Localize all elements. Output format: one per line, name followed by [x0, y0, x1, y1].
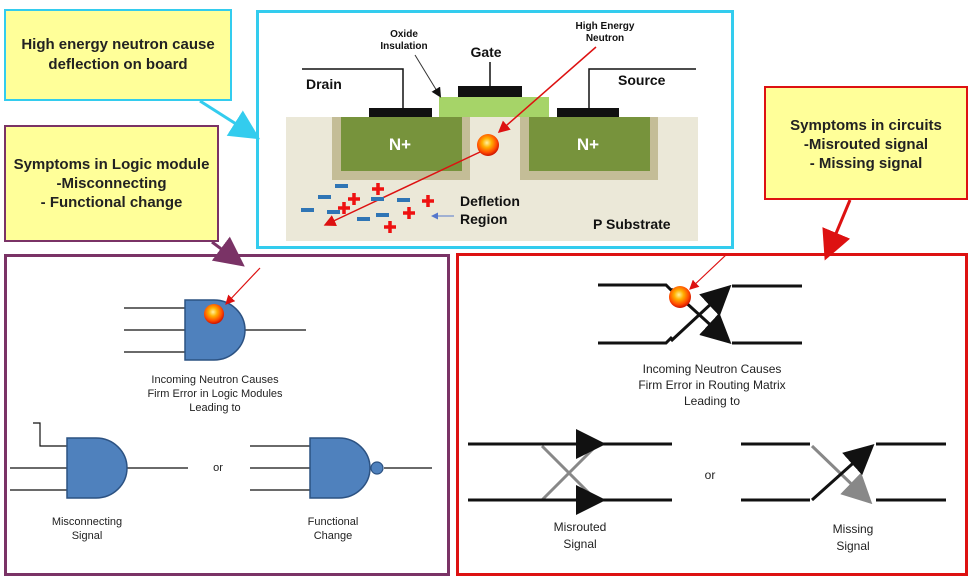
- n-plus-left-region: [341, 117, 462, 171]
- logic-callout-line-1: Symptoms in Logic module: [13, 156, 210, 173]
- logic-callout-connector: [211, 236, 245, 267]
- neutron-callout-text: High energy neutron cause deflection on …: [21, 36, 215, 73]
- circuits-callout-line-3: - Missing signal: [809, 155, 923, 172]
- routing-missing: [741, 442, 946, 505]
- p-substrate-label: P Substrate: [593, 216, 671, 232]
- oxide-pointer: [414, 54, 442, 98]
- misrouted-label-2: Signal: [563, 537, 596, 551]
- routing-caption-2: Firm Error in Routing Matrix: [638, 378, 785, 392]
- defletion-label-1: Defletion: [460, 193, 520, 209]
- routing-misrouted: [468, 429, 672, 515]
- defletion-label-2: Region: [460, 211, 507, 227]
- logic-callout-line-2: -Misconnecting: [56, 175, 167, 192]
- neutron-impact-logic-icon: [204, 304, 224, 324]
- neutron-path-in: [497, 46, 597, 133]
- gate-label: Gate: [470, 44, 501, 60]
- misconnecting-label-2: Signal: [72, 530, 103, 542]
- logic-or-label: or: [213, 462, 223, 474]
- routing-caption-3: Leading to: [684, 394, 740, 408]
- routing-or-label: or: [705, 468, 716, 482]
- routing-caption-1: Incoming Neutron Causes: [643, 362, 782, 376]
- functional-label-2: Change: [314, 530, 353, 542]
- and-gate-top: [124, 299, 306, 361]
- gate-contact: [458, 86, 522, 97]
- neutron-impact-icon: [477, 134, 499, 156]
- routing-panel: [456, 253, 968, 576]
- drain-label: Drain: [306, 76, 342, 92]
- logic-callout: Symptoms in Logic module -Misconnecting …: [4, 125, 219, 242]
- drain-lead: [302, 68, 404, 108]
- missing-label-2: Signal: [836, 539, 869, 553]
- functional-label-1: Functional: [308, 516, 359, 528]
- neutron-path-out: [323, 151, 481, 226]
- oxide-label-2: Insulation: [380, 41, 427, 52]
- source-contact: [557, 108, 619, 117]
- circuits-callout-connector: [822, 199, 852, 261]
- logic-callout-line-3: - Functional change: [40, 194, 183, 211]
- n-plus-right-region: [529, 117, 650, 171]
- missing-label-1: Missing: [833, 522, 874, 536]
- high-energy-label-2: Neutron: [586, 33, 624, 44]
- neutron-impact-routing-icon: [669, 286, 691, 308]
- n-plus-right-label: N+: [577, 135, 599, 154]
- and-gate-misconnecting: [10, 422, 188, 499]
- logic-caption-3: Leading to: [189, 402, 240, 414]
- high-energy-label-1: High Energy: [576, 21, 635, 32]
- logic-diagram: Incoming Neutron Causes Firm Error in Lo…: [10, 267, 432, 542]
- n-plus-left-label: N+: [389, 135, 411, 154]
- negative-charges: [301, 184, 410, 221]
- source-lead: [588, 68, 696, 108]
- logic-caption-1: Incoming Neutron Causes: [151, 374, 279, 386]
- neutron-path-routing: [689, 253, 728, 290]
- nand-gate-functional: [250, 437, 432, 499]
- neutron-callout-connector: [199, 99, 261, 140]
- circuits-callout: Symptoms in circuits -Misrouted signal -…: [764, 86, 968, 200]
- positive-charges: [338, 183, 434, 233]
- routing-crossbar-top: [598, 283, 802, 345]
- misrouted-label-1: Misrouted: [554, 520, 607, 534]
- oxide-label-1: Oxide: [390, 29, 418, 40]
- drain-contact: [369, 108, 432, 117]
- circuits-callout-line-2: -Misrouted signal: [803, 136, 929, 153]
- circuits-callout-line-1: Symptoms in circuits: [790, 117, 942, 134]
- neutron-callout: High energy neutron cause deflection on …: [4, 9, 232, 101]
- source-label: Source: [618, 72, 666, 88]
- transistor-diagram: Oxide Insulation Gate High Energy Neutro…: [286, 21, 698, 241]
- logic-caption-2: Firm Error in Logic Modules: [147, 388, 283, 400]
- oxide-insulation: [439, 97, 549, 117]
- misconnecting-label-1: Misconnecting: [52, 516, 122, 528]
- routing-diagram: Incoming Neutron Causes Firm Error in Ro…: [468, 253, 946, 553]
- neutron-path-logic: [225, 267, 261, 305]
